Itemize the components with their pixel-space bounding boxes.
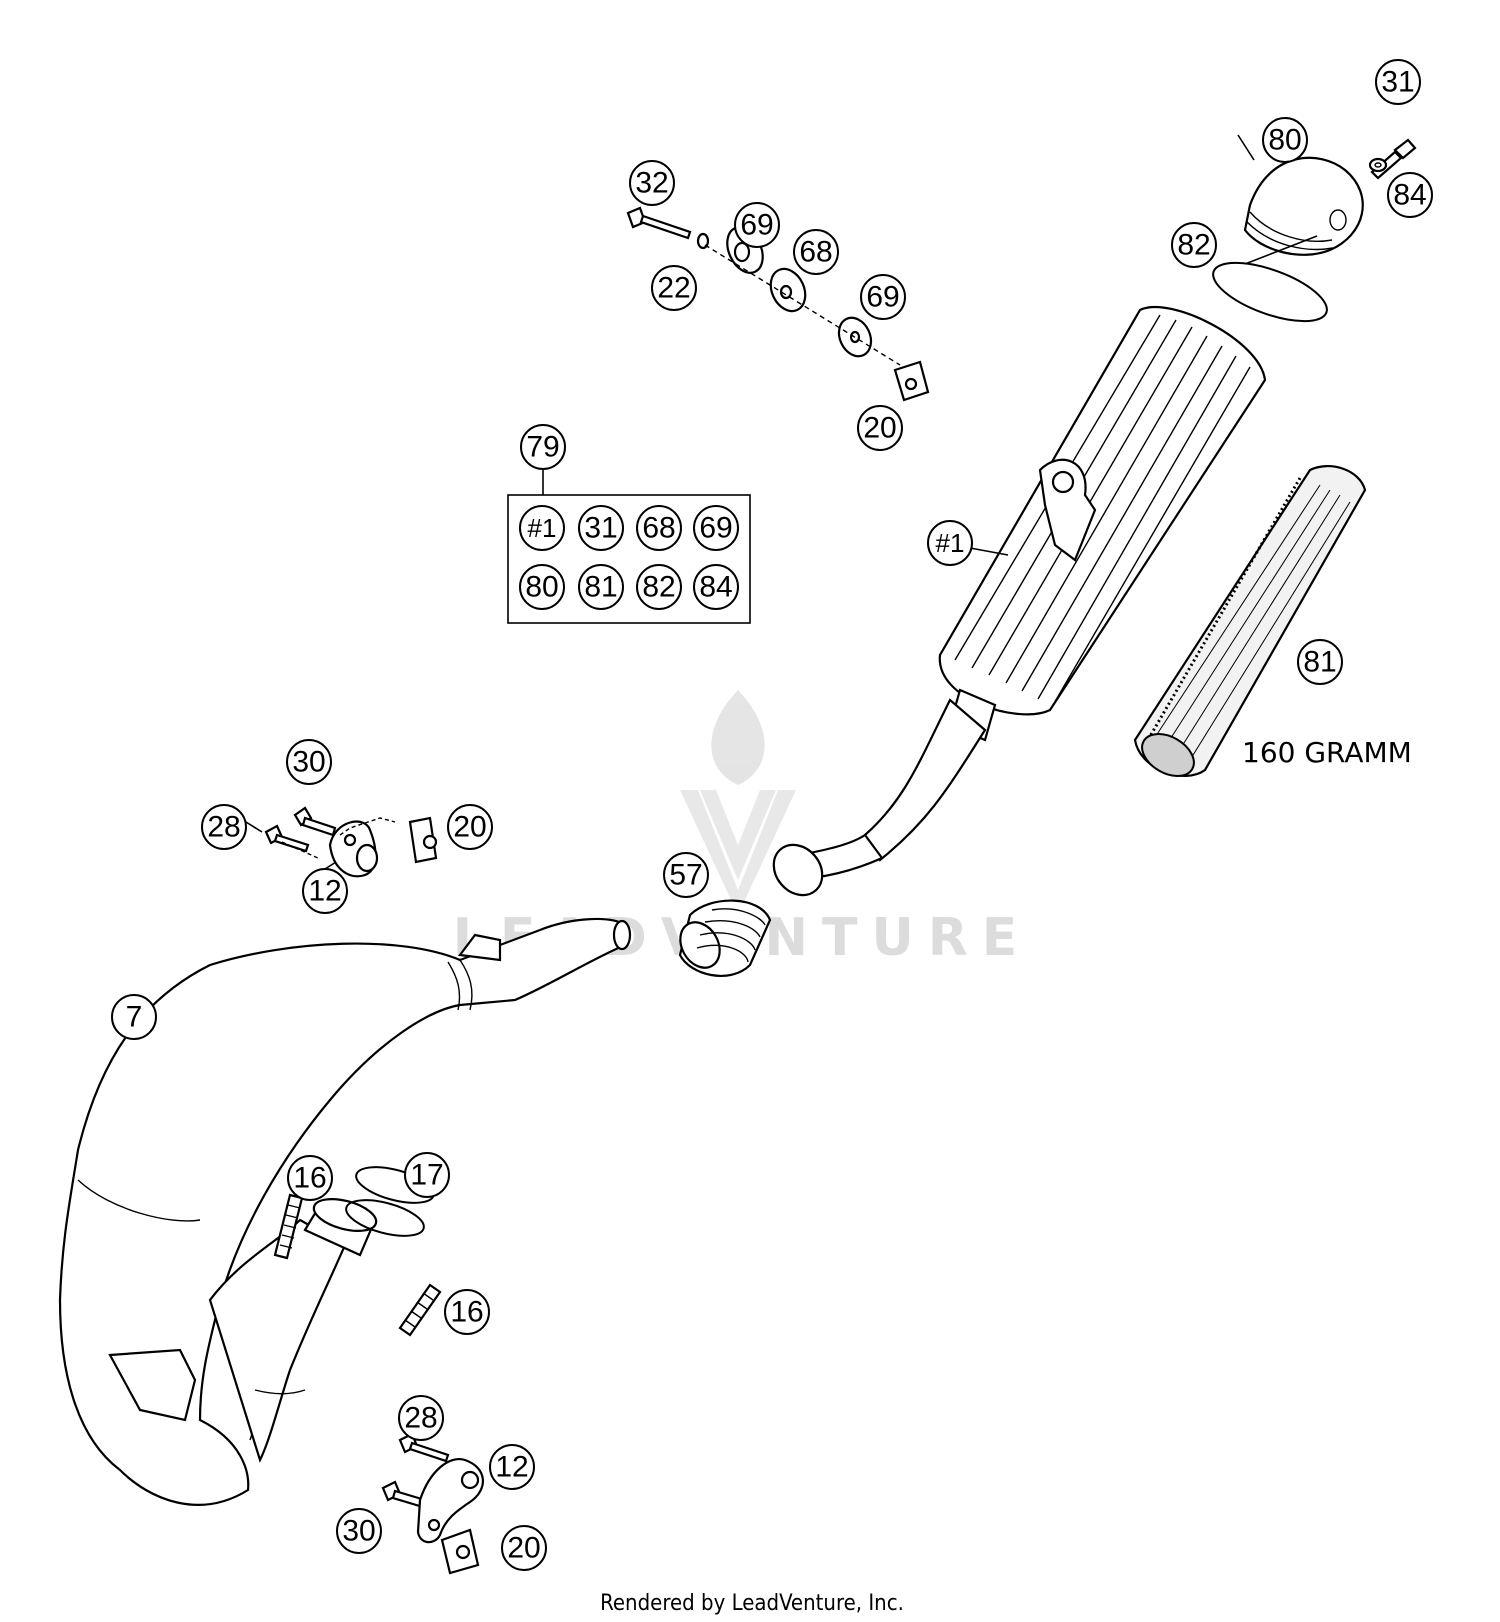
exhaust-pipe-7 — [58, 917, 632, 1506]
packing-81 — [1133, 465, 1367, 777]
svg-text:#1: #1 — [936, 528, 965, 558]
svg-text:80: 80 — [525, 571, 558, 604]
callout-79: 79 — [520, 424, 566, 470]
svg-text:69: 69 — [866, 281, 899, 314]
callout-30a: 30 — [286, 739, 332, 785]
callout-1: #1 — [927, 520, 973, 566]
svg-text:82: 82 — [1177, 229, 1210, 262]
clip-nut-20b — [408, 816, 438, 864]
svg-text:32: 32 — [635, 167, 668, 200]
packing-weight-note: 160 GRAMM — [1242, 736, 1412, 769]
callout-12b: 12 — [489, 1444, 535, 1490]
callout-20b: 20 — [447, 804, 493, 850]
svg-text:30: 30 — [292, 746, 325, 779]
clip-nut-20a — [893, 360, 930, 402]
callout-81: 81 — [1297, 639, 1343, 685]
svg-text:#1: #1 — [528, 513, 557, 543]
kit-item-81: 81 — [578, 564, 624, 610]
bracket-12a — [328, 820, 379, 878]
callout-68: 68 — [793, 229, 839, 275]
clip-nut-20c — [440, 1528, 480, 1575]
kit-item-69: 69 — [693, 505, 739, 551]
callout-31: 31 — [1375, 59, 1421, 105]
callout-28a: 28 — [201, 804, 247, 850]
gasket-82 — [1212, 261, 1328, 323]
callout-80: 80 — [1262, 117, 1308, 163]
svg-text:81: 81 — [584, 571, 617, 604]
bolt-30b — [381, 1480, 427, 1509]
kit-item-82: 82 — [636, 564, 682, 610]
end-cap-80 — [1243, 156, 1364, 256]
svg-text:16: 16 — [450, 1296, 483, 1329]
svg-text:79: 79 — [526, 431, 559, 464]
svg-text:20: 20 — [863, 412, 896, 445]
callout-84: 84 — [1387, 172, 1433, 218]
callout-57: 57 — [663, 852, 709, 898]
bolt-30a — [293, 806, 337, 837]
bolt-28a — [264, 824, 310, 853]
callout-17: 17 — [404, 1152, 450, 1198]
callout-82: 82 — [1171, 222, 1217, 268]
callout-20a: 20 — [857, 405, 903, 451]
svg-text:84: 84 — [699, 571, 732, 604]
svg-text:28: 28 — [207, 811, 240, 844]
callout-30b: 30 — [336, 1508, 382, 1554]
watermark-flame-icon — [711, 690, 765, 785]
kit-item-80: 80 — [519, 564, 565, 610]
svg-text:80: 80 — [1268, 124, 1301, 157]
svg-text:28: 28 — [404, 1402, 437, 1435]
svg-text:82: 82 — [642, 571, 675, 604]
callout-32: 32 — [629, 160, 675, 206]
svg-text:69: 69 — [699, 512, 732, 545]
svg-text:30: 30 — [342, 1515, 375, 1548]
callout-16a: 16 — [287, 1155, 333, 1201]
svg-text:22: 22 — [657, 272, 690, 305]
callout-28b: 28 — [398, 1395, 444, 1441]
svg-text:68: 68 — [799, 236, 832, 269]
spring-16b — [398, 1283, 442, 1337]
callout-12a: 12 — [302, 868, 348, 914]
watermark-v-logo-icon — [680, 790, 796, 915]
callout-22: 22 — [651, 265, 697, 311]
grommet-68 — [769, 267, 807, 313]
assembly-line-a — [281, 817, 396, 859]
svg-text:7: 7 — [126, 1001, 143, 1034]
callouts: 31 80 84 82 32 69 68 69 22 20 79 #1 31 6… — [111, 59, 1433, 1571]
svg-text:81: 81 — [1303, 646, 1336, 679]
svg-text:17: 17 — [410, 1159, 443, 1192]
svg-text:68: 68 — [642, 512, 675, 545]
svg-text:31: 31 — [1381, 66, 1414, 99]
washer-84 — [1368, 157, 1388, 173]
kit-item-84: 84 — [693, 564, 739, 610]
callout-69b: 69 — [860, 274, 906, 320]
coupler-57 — [678, 899, 772, 977]
svg-text:20: 20 — [507, 1532, 540, 1565]
callout-69a: 69 — [734, 202, 780, 248]
svg-text:31: 31 — [584, 512, 617, 545]
svg-text:57: 57 — [669, 859, 702, 892]
footer-credit: Rendered by LeadVenture, Inc. — [600, 1591, 904, 1616]
bolt-32 — [626, 206, 692, 240]
callout-20c: 20 — [501, 1525, 547, 1571]
svg-text:12: 12 — [495, 1451, 528, 1484]
kit-item-1: #1 — [519, 505, 565, 551]
assembly-line — [704, 244, 901, 366]
svg-text:16: 16 — [293, 1162, 326, 1195]
kit-item-31: 31 — [578, 505, 624, 551]
svg-text:84: 84 — [1393, 179, 1426, 212]
callout-16b: 16 — [444, 1289, 490, 1335]
bracket-12b — [416, 1457, 484, 1544]
silencer-1 — [772, 305, 1267, 897]
svg-text:12: 12 — [308, 875, 341, 908]
svg-text:69: 69 — [740, 209, 773, 242]
callout-7: 7 — [111, 994, 157, 1040]
svg-text:20: 20 — [453, 811, 486, 844]
kit-item-68: 68 — [636, 505, 682, 551]
